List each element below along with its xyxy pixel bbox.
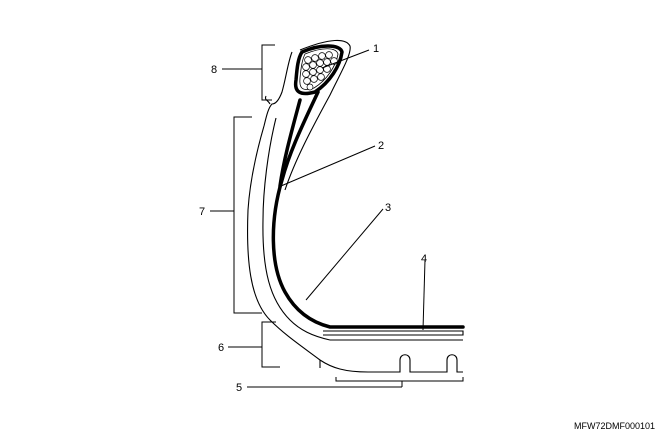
section-brackets — [210, 44, 464, 388]
callout-8: 8 — [211, 64, 217, 76]
callout-2: 2 — [378, 140, 384, 152]
callout-1: 1 — [373, 43, 379, 55]
callout-3: 3 — [385, 202, 391, 214]
callout-5: 5 — [236, 382, 242, 394]
callout-4: 4 — [421, 253, 427, 265]
carcass-ply — [271, 90, 465, 329]
bead-wire-bundle — [293, 44, 344, 96]
callout-6: 6 — [218, 342, 224, 354]
figure-code: MFW72DMF000101 — [574, 421, 655, 431]
callout-7: 7 — [199, 206, 205, 218]
leader-lines — [280, 49, 426, 331]
tire-outline — [247, 39, 464, 373]
